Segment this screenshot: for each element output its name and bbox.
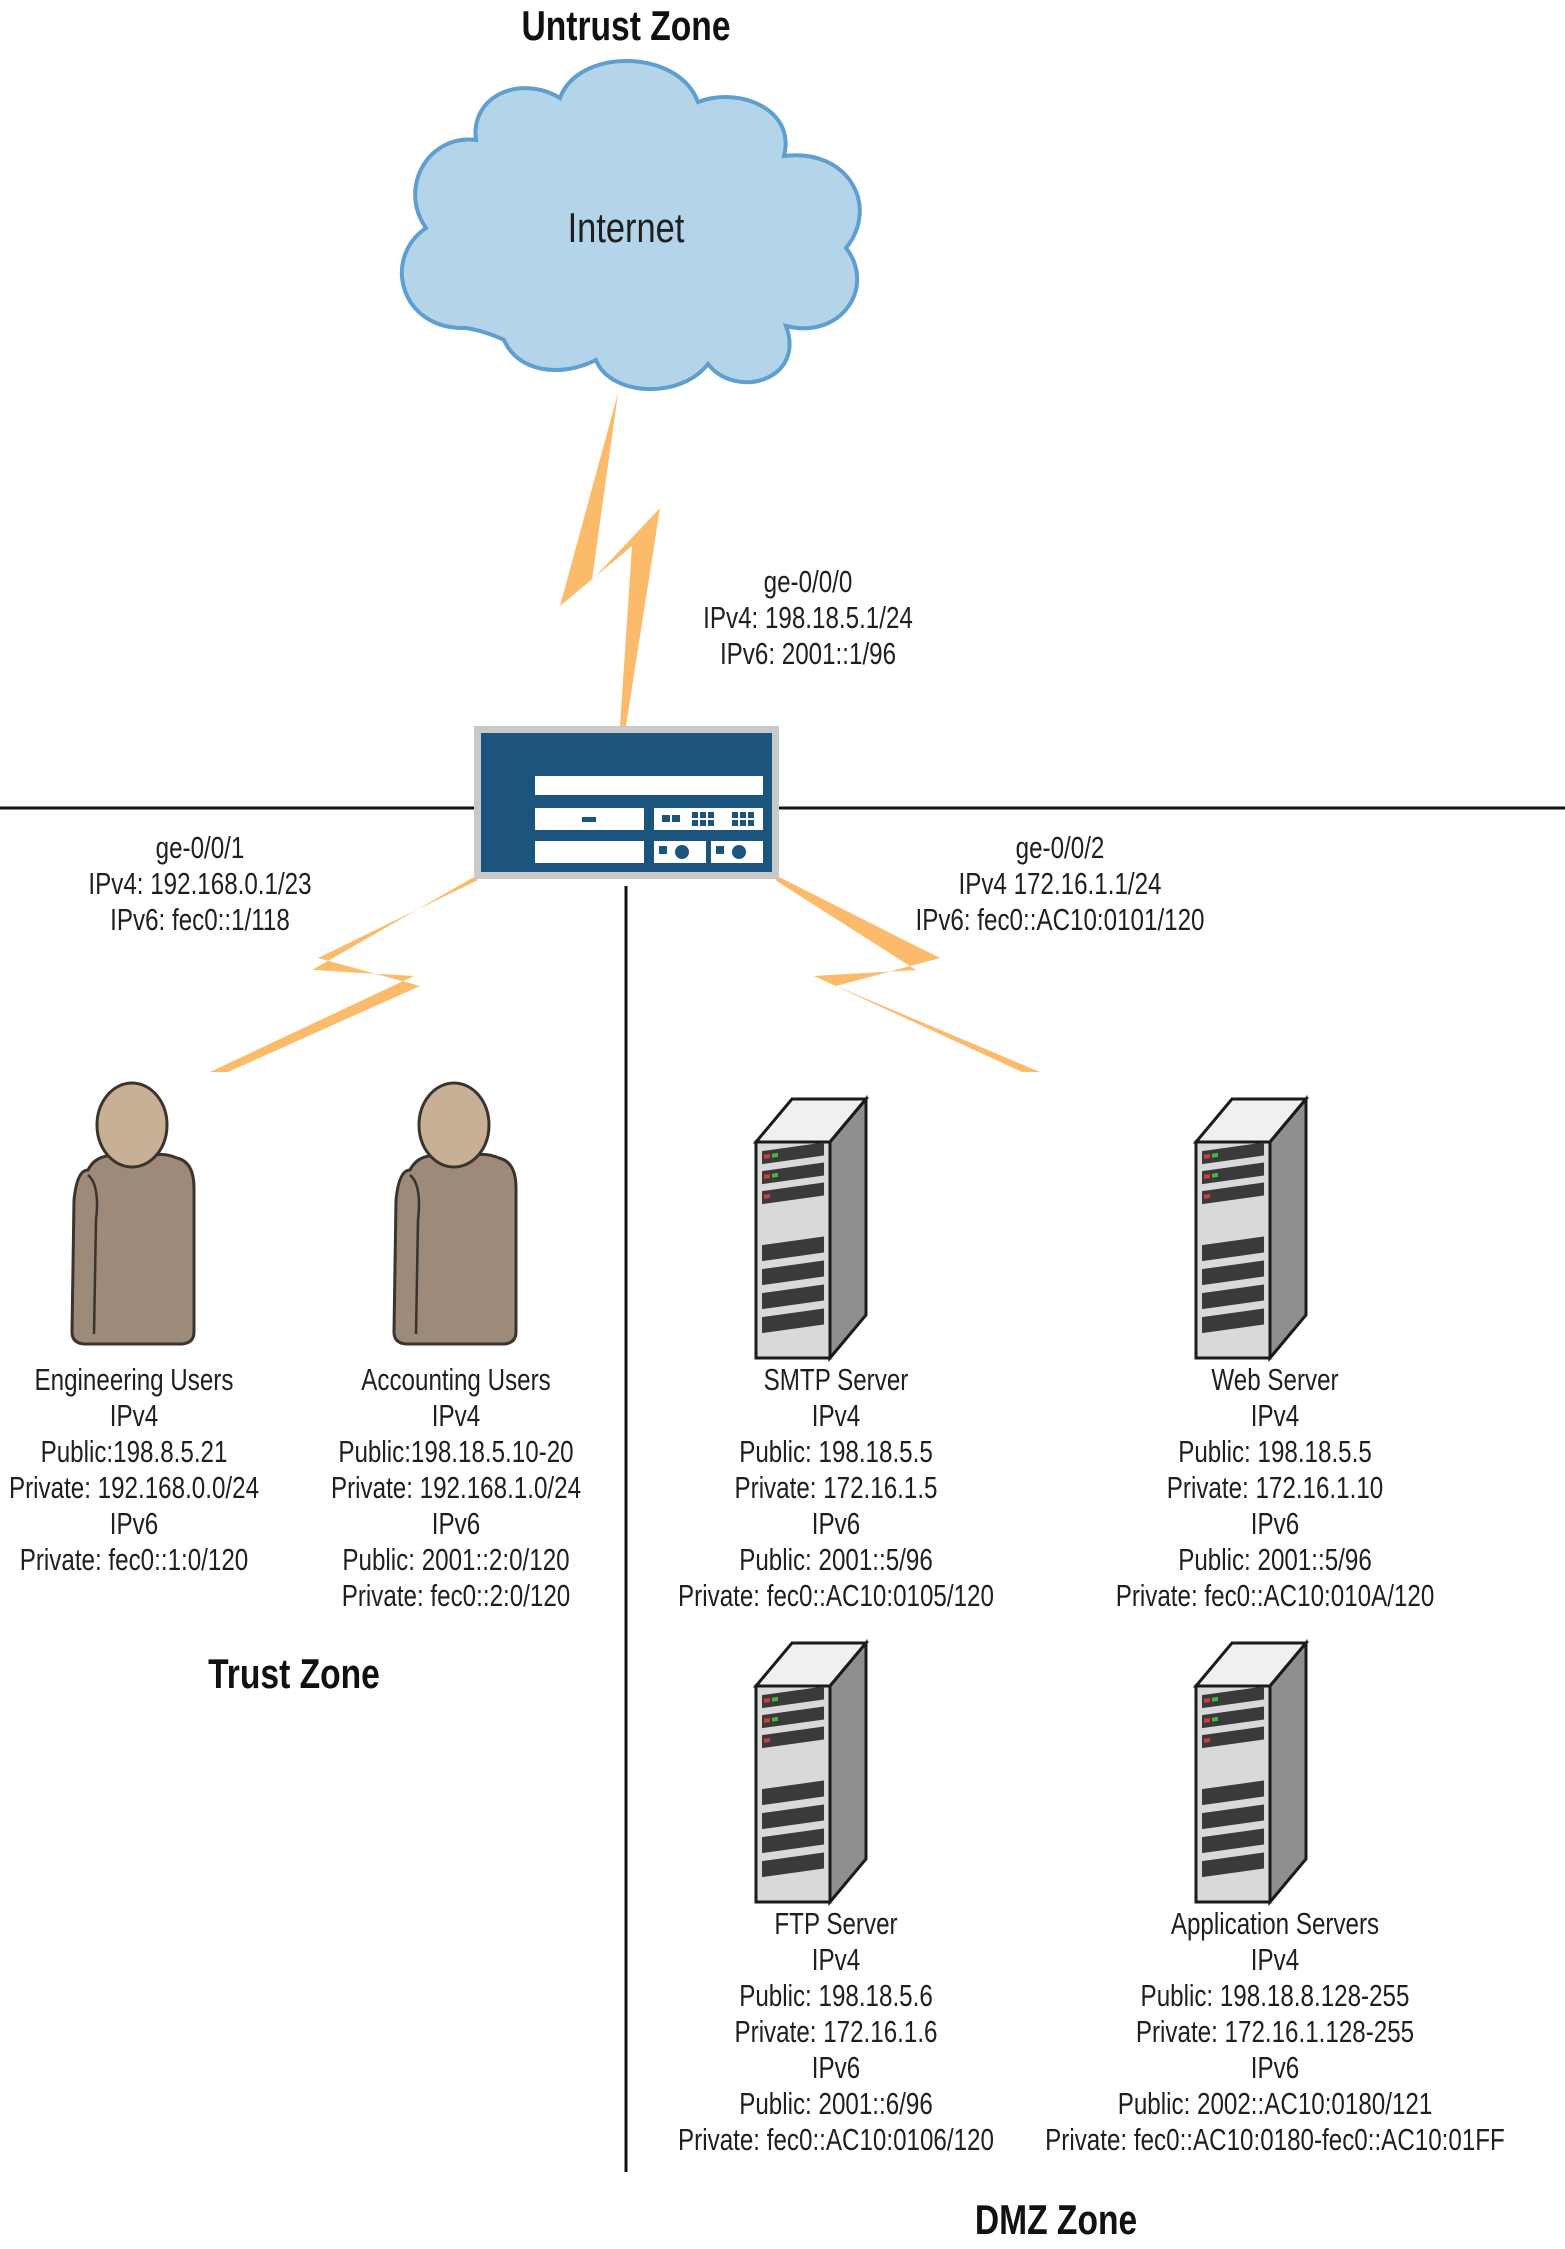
ftp-server-icon: [754, 1641, 868, 1904]
interface-name: ge-0/0/0: [763, 564, 853, 599]
host-line: Private: 172.16.1.128-255: [1135, 2014, 1415, 2049]
lightning-bolt-untrust: [560, 393, 660, 726]
host-line: IPv4: [1250, 1398, 1300, 1433]
interface-name: ge-0/0/1: [155, 830, 245, 865]
application-servers-icon: [1194, 1641, 1308, 1904]
interface-ge-0-0-1-label: ge-0/0/1 IPv4: 192.168.0.1/23 IPv6: fec0…: [88, 830, 311, 938]
host-line: Public: 198.18.8.128-255: [1140, 1978, 1410, 2013]
accounting-users-person-icon: [392, 1081, 518, 1346]
srx-firewall-device-icon: [474, 726, 779, 879]
host-line: Private: fec0::AC10:0180-fec0::AC10:01FF: [1045, 2122, 1505, 2157]
host-line: IPv6: [431, 1506, 481, 1541]
host-line: IPv6: [811, 2050, 861, 2085]
interface-name: ge-0/0/2: [1015, 830, 1105, 865]
interface-ipv4: IPv4: 198.18.5.1/24: [703, 600, 913, 635]
interface-ipv6: IPv6: 2001::1/96: [719, 636, 897, 671]
host-line: Public: 2001::5/96: [739, 1542, 933, 1577]
host-line: Public: 198.18.5.6: [739, 1978, 933, 2013]
untrust-zone-title: Untrust Zone: [521, 2, 731, 49]
web-server-icon: [1194, 1097, 1308, 1360]
smtp-server-icon: [754, 1097, 868, 1360]
dmz-zone-title: DMZ Zone: [974, 2196, 1138, 2243]
host-line: Private: fec0::2:0/120: [341, 1578, 571, 1613]
host-line: Public: 2001::5/96: [1178, 1542, 1372, 1577]
lightning-bolt-dmz: [775, 877, 1040, 1072]
host-line: Public: 2001::2:0/120: [342, 1542, 570, 1577]
host-line: Public: 2002::AC10:0180/121: [1117, 2086, 1433, 2121]
host-line: Private: 172.16.1.10: [1166, 1470, 1384, 1505]
host-name: Accounting Users: [361, 1362, 551, 1397]
host-line: IPv4: [811, 1942, 861, 1977]
interface-ipv6: IPv6: fec0::1/118: [110, 902, 290, 937]
trust-zone-title: Trust Zone: [208, 1650, 380, 1697]
host-line: Private: 172.16.1.5: [734, 1470, 938, 1505]
engineering-users-label: Engineering Users IPv4 Public:198.8.5.21…: [9, 1362, 259, 1578]
host-line: Public: 198.18.5.5: [1178, 1434, 1372, 1469]
accounting-users-label: Accounting Users IPv4 Public:198.18.5.10…: [331, 1362, 581, 1614]
interface-ipv4: IPv4 172.16.1.1/24: [958, 866, 1162, 901]
host-line: Private: 172.16.1.6: [734, 2014, 938, 2049]
host-line: IPv6: [1250, 2050, 1300, 2085]
host-line: Private: fec0::AC10:010A/120: [1115, 1578, 1435, 1613]
host-line: IPv6: [1250, 1506, 1300, 1541]
internet-cloud-icon: [399, 59, 862, 392]
host-name: SMTP Server: [763, 1362, 909, 1397]
host-name: FTP Server: [774, 1906, 898, 1941]
host-line: IPv4: [1250, 1942, 1300, 1977]
interface-ge-0-0-0-label: ge-0/0/0 IPv4: 198.18.5.1/24 IPv6: 2001:…: [703, 564, 913, 672]
host-line: IPv6: [109, 1506, 159, 1541]
host-line: Private: fec0::AC10:0105/120: [678, 1578, 994, 1613]
engineering-users-person-icon: [70, 1081, 196, 1346]
host-line: Private: 192.168.1.0/24: [330, 1470, 582, 1505]
host-name: Application Servers: [1170, 1906, 1380, 1941]
host-line: Public:198.8.5.21: [40, 1434, 228, 1469]
smtp-server-label: SMTP Server IPv4 Public: 198.18.5.5 Priv…: [678, 1362, 994, 1614]
host-name: Web Server: [1211, 1362, 1339, 1397]
interface-ge-0-0-2-label: ge-0/0/2 IPv4 172.16.1.1/24 IPv6: fec0::…: [915, 830, 1204, 938]
host-line: Private: 192.168.0.0/24: [8, 1470, 260, 1505]
web-server-label: Web Server IPv4 Public: 198.18.5.5 Priva…: [1116, 1362, 1435, 1614]
interface-ipv6: IPv6: fec0::AC10:0101/120: [915, 902, 1205, 937]
host-line: Public: 198.18.5.5: [739, 1434, 933, 1469]
interface-ipv4: IPv4: 192.168.0.1/23: [88, 866, 312, 901]
host-name: Engineering Users: [34, 1362, 234, 1397]
internet-label: Internet: [567, 204, 685, 251]
host-line: Public:198.18.5.10-20: [338, 1434, 574, 1469]
host-line: IPv4: [811, 1398, 861, 1433]
host-line: Private: fec0::1:0/120: [19, 1542, 249, 1577]
ftp-server-label: FTP Server IPv4 Public: 198.18.5.6 Priva…: [678, 1906, 994, 2158]
host-line: IPv4: [431, 1398, 481, 1433]
host-line: IPv4: [109, 1398, 159, 1433]
host-line: IPv6: [811, 1506, 861, 1541]
host-line: Private: fec0::AC10:0106/120: [678, 2122, 994, 2157]
host-line: Public: 2001::6/96: [739, 2086, 933, 2121]
application-servers-label: Application Servers IPv4 Public: 198.18.…: [1045, 1906, 1505, 2158]
